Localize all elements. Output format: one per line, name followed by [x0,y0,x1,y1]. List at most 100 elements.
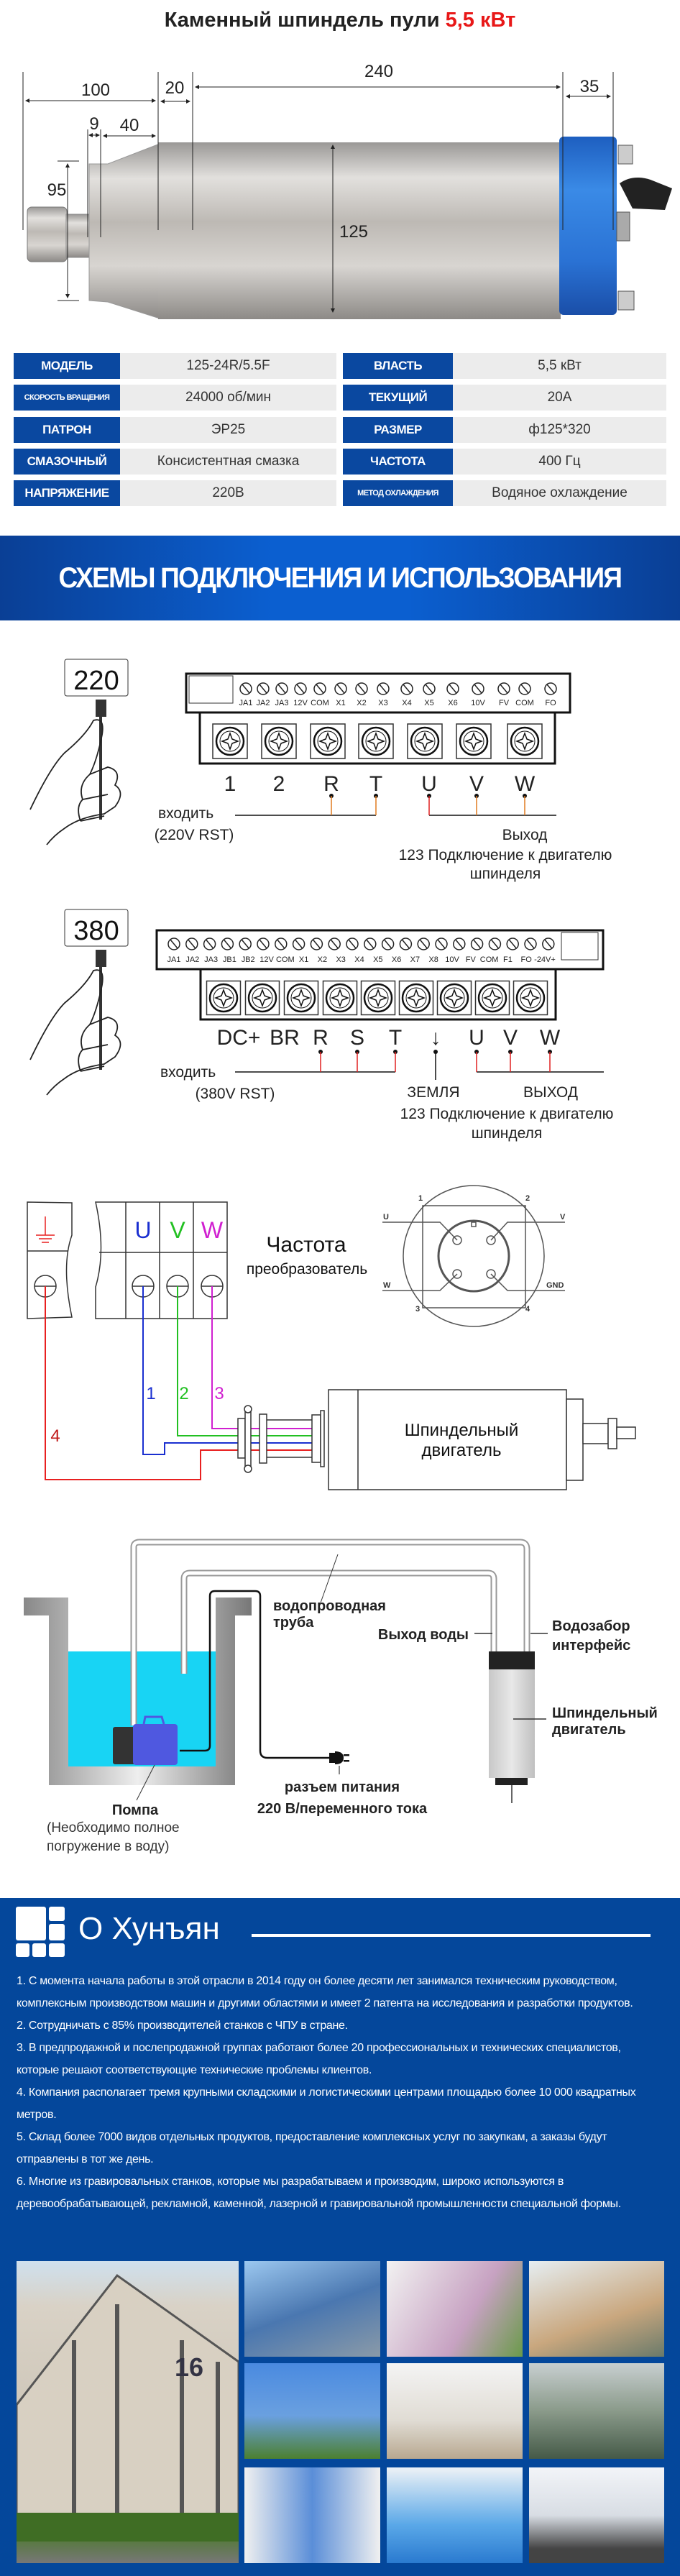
voltage-tag [64,909,129,947]
output-note-1: 123 Подключение к двигателю [399,847,612,863]
spindle-body [27,137,672,319]
power-plug-icon [329,1751,349,1774]
main-terminal-label: R [323,772,339,796]
pin-2-label: 2 [525,1194,530,1203]
output-note-2: шпинделя [470,866,541,882]
small-terminal-label: X4 [354,955,364,964]
cable-connector [237,1405,325,1473]
main-terminal-label: R [313,1026,328,1050]
terminal-screw [507,723,543,759]
hand-screwdriver-icon [29,700,121,845]
small-terminal-label: X6 [392,955,401,964]
power-label-1: разъем питания [285,1779,400,1795]
grid-logo-icon [16,1907,65,1957]
spindle-motor-icon [328,1389,636,1490]
spindle-motor-icon [489,1651,535,1803]
section-banner: СХЕМЫ ПОДКЛЮЧЕНИЯ И ИСПОЛЬЗОВАНИЯ [0,536,680,620]
spec-label: ЧАСТОТА [343,449,453,475]
wire-number-4: 4 [50,1426,60,1446]
small-terminal-label: X1 [299,955,308,964]
terminal-screw [436,980,472,1016]
output-label: Выход [502,827,548,843]
terminal-screw [456,723,492,759]
terminal-screw [358,723,394,759]
terminal-screw [261,723,297,759]
connector-pinout-icon [382,1185,565,1327]
small-terminal-label: JA2 [185,955,199,964]
converter-label-2: преобразователь [247,1261,367,1278]
phase-w-label: W [201,1217,224,1243]
dim-35: 35 [580,77,599,96]
small-terminal-label: JB2 [242,955,255,964]
spec-label: ТЕКУЩИЙ [343,385,453,411]
small-terminal-label: -24V+ [534,955,556,964]
small-terminal-label: X6 [448,699,457,707]
spec-label: МЕТОД ОХЛАЖДЕНИЯ [343,480,453,506]
small-terminal-label: X5 [424,699,433,707]
hand-screwdriver-icon [29,950,121,1096]
terminal-screw [244,980,280,1016]
photo-lobby [387,2363,523,2459]
input-note: (220V RST) [155,827,234,843]
dim-100: 100 [81,81,110,100]
photo-machines [529,2467,664,2563]
small-terminal-label: COM [311,699,329,707]
main-terminal-label: ↓ [431,1026,441,1050]
small-terminal-label: 10V [471,699,485,707]
small-terminal-label: JA1 [239,699,253,707]
spec-value: 24000 об/мин [120,385,336,411]
phase-u-label: U [134,1217,151,1243]
output-label: ВЫХОД [523,1084,578,1101]
converter-label-1: Частота [266,1233,346,1257]
photo-assembly-line [387,2467,523,2563]
dim-9: 9 [89,114,98,134]
power-label-2: 220 В/переменного тока [257,1801,428,1817]
motor-wiring-diagram: U V W Частота преобразователь 1 2 3 4 U … [27,1185,636,1490]
pump-label: Помпа [112,1802,159,1818]
ground-icon [36,1216,55,1243]
terminal-screw [283,980,319,1016]
pin-gnd-label: GND [546,1281,564,1290]
small-terminal-label: JA3 [275,699,289,707]
photo-company-building: 16 [17,2261,239,2563]
main-terminal-label: V [503,1026,518,1050]
small-terminal-label: COM [480,955,499,964]
small-terminal-label: X2 [357,699,366,707]
pin-3-label: 3 [415,1305,420,1314]
pipe-label-1: водопроводная [273,1598,386,1614]
small-terminal-label: JB1 [223,955,236,964]
spec-label: ПАТРОН [14,417,120,443]
small-terminal-label: JA1 [167,955,181,964]
spec-label: НАПРЯЖЕНИЕ [14,480,120,506]
small-terminal-label: FV [466,955,477,964]
power-cable [180,1590,329,1759]
spec-label: ВЛАСТЬ [343,353,453,379]
output-note-1: 123 Подключение к двигателю [400,1106,614,1122]
spec-value: 20А [453,385,666,411]
main-terminal-label: T [389,1026,402,1050]
pin-u-label: U [383,1213,389,1221]
small-terminal-label: 12V [293,699,308,707]
small-terminal-label: FV [499,699,510,707]
terminal-screw [513,980,548,1016]
photo-office-desks [529,2261,664,2357]
small-terminal-label: X7 [410,955,420,964]
wire-number-3: 3 [214,1384,224,1403]
small-terminal-label: X2 [318,955,327,964]
wire-number-1: 1 [146,1384,155,1403]
voltage-label: 220 [73,666,119,696]
dim-125: 125 [339,222,368,242]
motor-label-1: Шпиндельный [405,1421,519,1440]
small-terminal-label: COM [515,699,534,707]
pin-4-label: 4 [525,1305,530,1314]
pin-w-label: W [383,1281,391,1290]
wire-w [211,1286,312,1429]
small-terminal-label: FO [521,955,533,964]
about-text: 1. С момента начала работы в этой отрасл… [17,1970,660,2215]
small-terminal-label: F1 [503,955,513,964]
main-terminal-label: V [469,772,484,796]
spec-value: 125-24R/5.5F [120,353,336,379]
small-terminal-label: FO [545,699,556,707]
photo-reception [387,2261,523,2357]
